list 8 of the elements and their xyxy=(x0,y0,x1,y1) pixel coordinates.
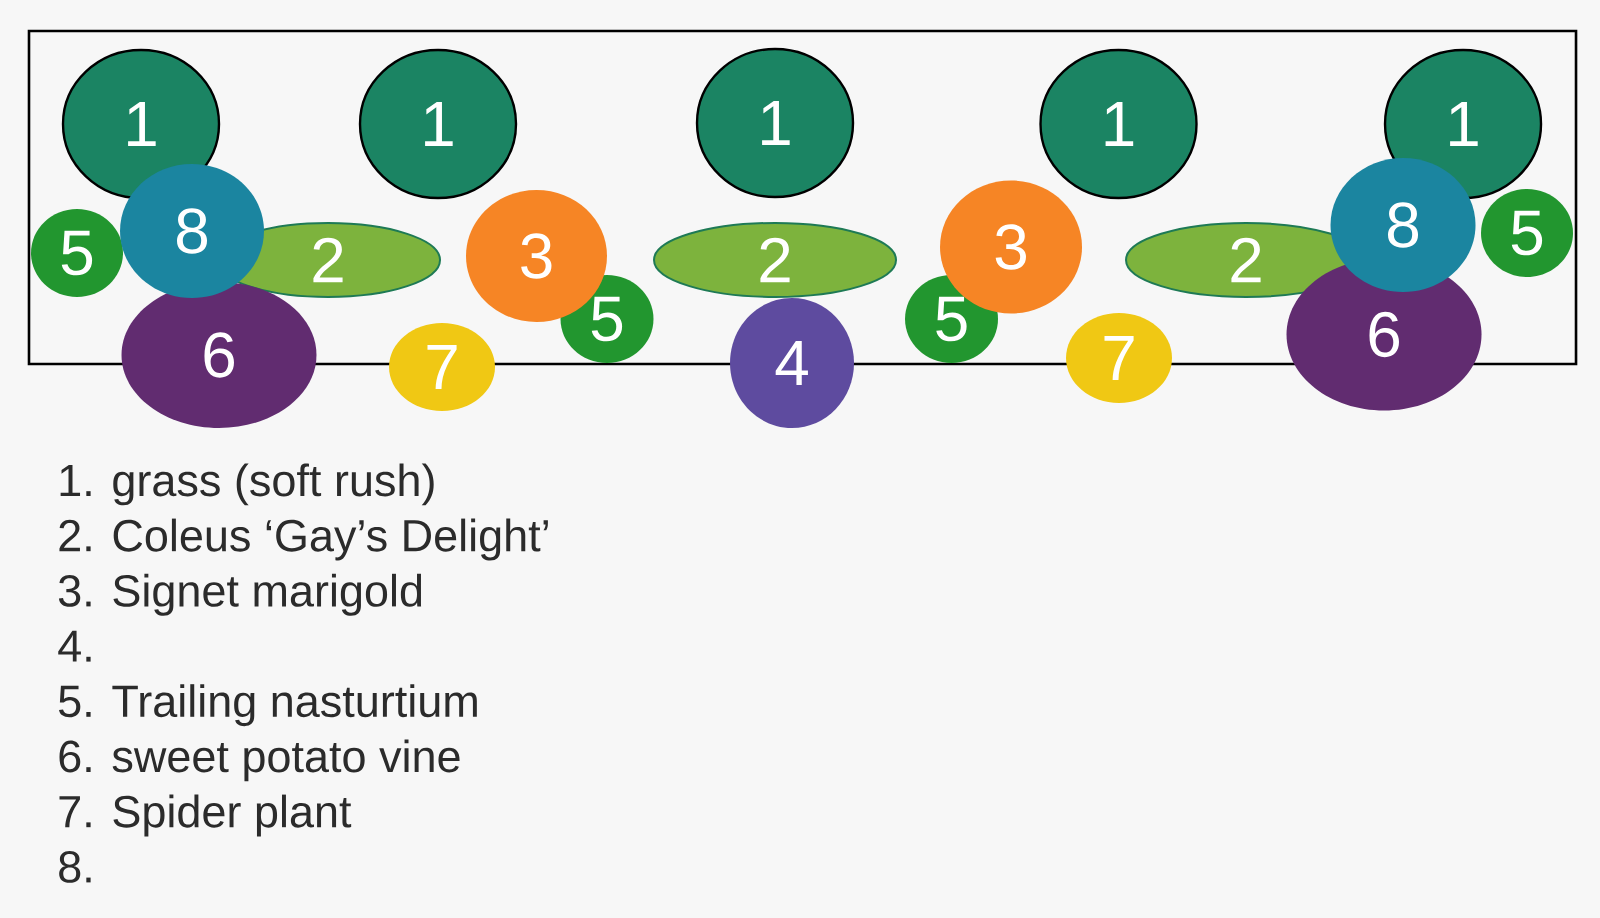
list-item: 7. Spider plant xyxy=(59,794,352,837)
list-item: 3. Signet marigold xyxy=(58,573,422,616)
list-item: 4. xyxy=(58,630,91,662)
list-item: 8. xyxy=(59,851,91,883)
list-item: 2. Coleus ‘Gay’s Delight’ xyxy=(59,518,548,561)
list-item: 1. grass (soft rush) xyxy=(60,463,434,506)
list-item: 6. sweet potato vine xyxy=(59,739,460,782)
list-item: 5. Trailing nasturtium xyxy=(59,684,477,727)
